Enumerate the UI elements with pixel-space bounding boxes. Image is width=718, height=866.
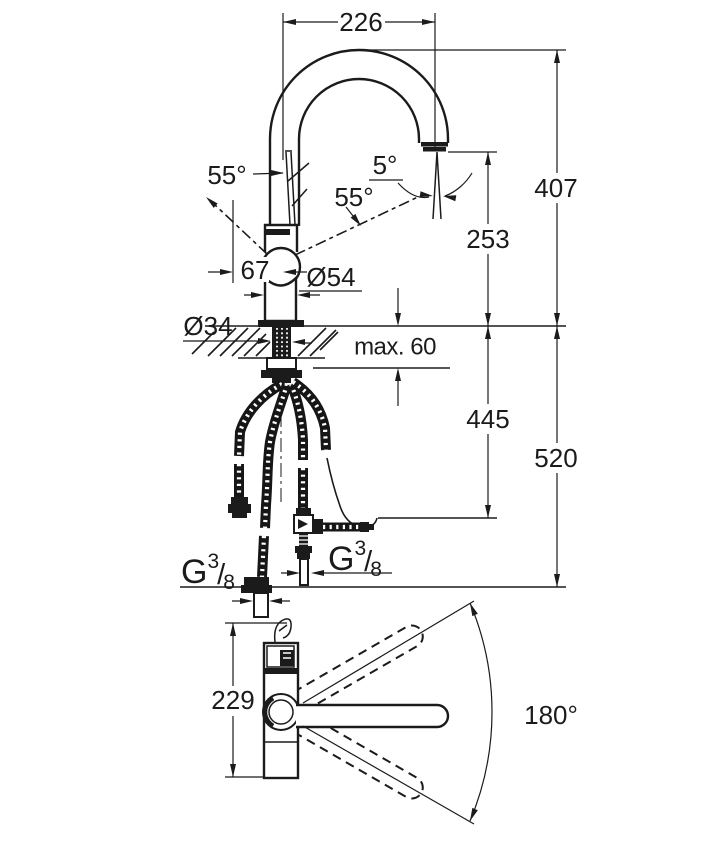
swivel-ring-crescent (262, 695, 275, 729)
mounting-nut (266, 357, 297, 370)
dimension-max-60: max. 60 (354, 288, 437, 406)
stream-angle-lines (432, 151, 442, 220)
escutcheon-flange (258, 320, 304, 327)
hose-tee-upper (286, 381, 308, 460)
swivel-ring-inner (268, 699, 294, 725)
shank-knurl-texture (276, 328, 288, 358)
lever-position-left-dashed (213, 203, 268, 255)
collar-band (266, 229, 290, 235)
spout-outer-contour (268, 48, 450, 228)
angle-180-label: 180° (524, 700, 578, 730)
aerator-outlet (421, 142, 448, 147)
dimension-dia34: Ø34 (183, 311, 312, 345)
dia-54-label: Ø54 (306, 262, 355, 292)
angle-55-right-label: 55° (334, 182, 373, 212)
faucet-side-view (191, 48, 450, 383)
dimension-407: 407 (534, 50, 578, 326)
dimension-67: 67 (208, 200, 307, 285)
lever-tick-marks (287, 162, 310, 207)
rotation-arrowhead (206, 197, 218, 208)
label-mask (241, 257, 269, 282)
spout-plan-solid (296, 703, 450, 729)
dim-253-label: 253 (466, 224, 509, 254)
hose-center-nut (244, 577, 269, 585)
dim-445-label: 445 (466, 404, 509, 434)
faucet-plan-view: 229 180° (211, 600, 578, 825)
thread-g38-right: G3/8 (328, 537, 382, 581)
base-neck (272, 378, 291, 383)
thread-g38-left: G3/8 (181, 550, 235, 594)
dimension-520: 520 (534, 326, 578, 587)
dimension-445: 445 (466, 326, 510, 518)
dim-67-label: 67 (241, 255, 270, 285)
dim-229-label: 229 (211, 685, 254, 715)
tee-bottom-tube (299, 558, 309, 586)
dimension-angle5: 5° (369, 150, 473, 202)
valve-symbol (298, 519, 308, 529)
connection-pipe (253, 592, 269, 618)
aerator-outlet-ring (423, 147, 446, 152)
arrowhead (485, 313, 491, 326)
lever-swing-dashes (206, 195, 421, 256)
tee-side-fitting (360, 522, 369, 532)
base-flange (261, 370, 302, 378)
dim-226-label: 226 (339, 7, 382, 37)
thread-label-left: G3/8 (181, 550, 290, 604)
hose-left-fitting (231, 497, 248, 504)
control-cable (326, 457, 359, 527)
dimension-angle55-right: 55° (334, 182, 374, 226)
tee-side-nut (313, 519, 323, 534)
angle-55-left-label: 55° (207, 160, 246, 190)
swivel-radial-lines (302, 600, 475, 825)
spout-swivel-upper-dashed (293, 624, 424, 712)
dim-520-label: 520 (534, 443, 577, 473)
max-60-label: max. 60 (354, 334, 436, 361)
dimension-226: 226 (283, 7, 435, 37)
spout-inner-contour (297, 77, 421, 226)
dia-34-label: Ø34 (183, 311, 232, 341)
dimension-253: 253 (466, 152, 510, 326)
lever-position-right-dashed (294, 195, 421, 256)
thread-label-right: G3/8 (281, 537, 392, 581)
lever-tip-plan (273, 618, 292, 643)
angle-5-label: 5° (373, 150, 398, 180)
faucet-body (263, 275, 298, 323)
supply-hoses (228, 377, 378, 618)
counter-hatch (191, 327, 339, 359)
dim-407-label: 407 (534, 173, 577, 203)
lever-rod (285, 150, 296, 226)
tee-connector (293, 508, 374, 586)
tee-bottom-nut (295, 546, 312, 553)
dimension-dia54: Ø54 (244, 262, 362, 298)
tee-top-nut (296, 508, 311, 515)
hose-right (290, 377, 331, 451)
body-band-plan (264, 668, 298, 674)
swivel-arc (469, 602, 493, 822)
dimension-angle55-left: 55° (207, 160, 284, 190)
arrowhead (485, 152, 491, 165)
